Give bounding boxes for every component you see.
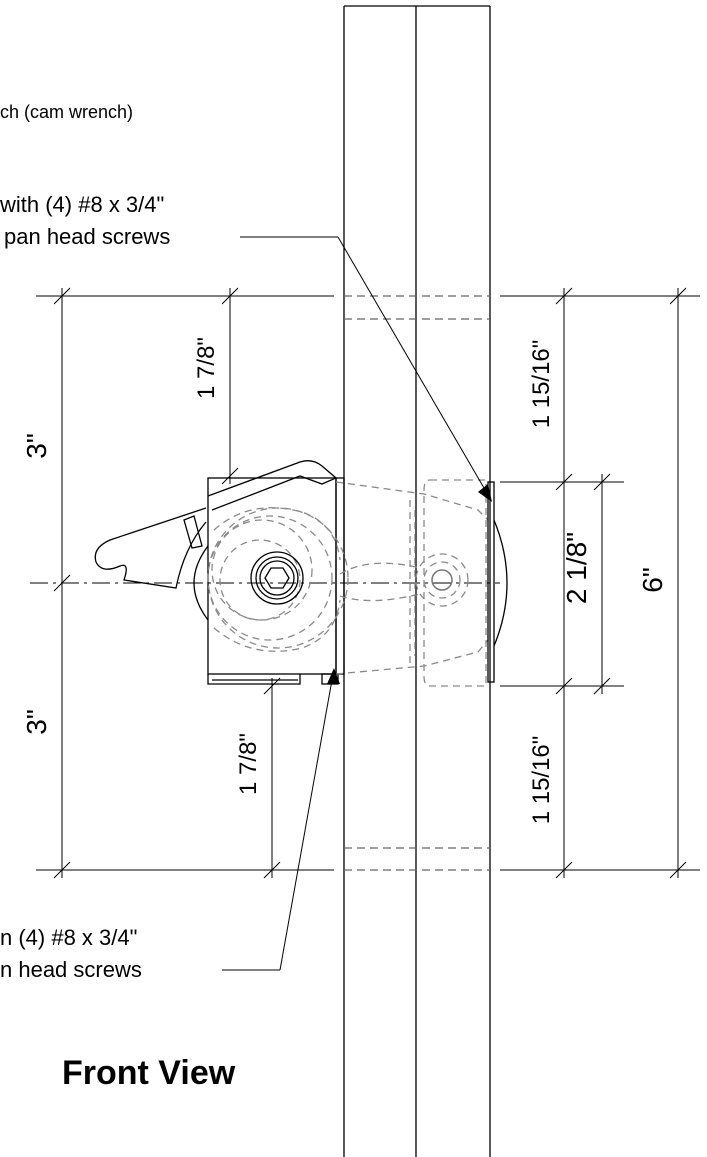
cam-wrench (94, 460, 338, 589)
callout-lower-line1: n (4) #8 x 3/4" (0, 925, 137, 950)
dim-inner-upper: 1 7/8" (193, 337, 220, 399)
dim-left-upper: 3" (21, 433, 52, 459)
strike-plate (487, 481, 508, 683)
dim-left-lower: 3" (21, 709, 52, 735)
view-title: Front View (62, 1054, 236, 1092)
callout-upper-line1: with (4) #8 x 3/4" (0, 192, 164, 217)
dim-right-lower: 1 15/16" (528, 736, 555, 825)
dim-right-upper: 1 15/16" (528, 340, 555, 429)
leader-lower (222, 668, 340, 971)
dim-right-middle: 2 1/8" (561, 532, 592, 604)
dim-inner-lower: 1 7/8" (235, 733, 262, 795)
hidden-cross-members (344, 295, 490, 871)
callout-lower-line2: n head screws (0, 957, 142, 982)
hidden-receiver-bracket (335, 479, 489, 687)
leader-upper (240, 236, 492, 502)
cam-mechanism (207, 507, 349, 652)
callout-upper-line2: pan head screws (4, 224, 170, 249)
left-dimensions (36, 287, 334, 879)
right-dimensions (500, 287, 700, 879)
tool-note: ch (cam wrench) (0, 102, 133, 122)
dim-overall: 6" (637, 567, 668, 593)
